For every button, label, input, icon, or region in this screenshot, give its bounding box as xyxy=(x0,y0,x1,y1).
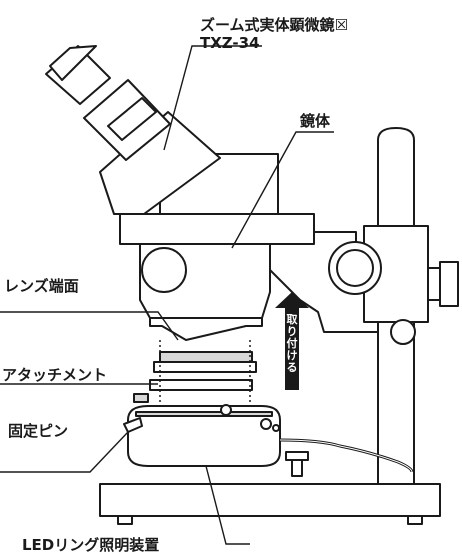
arrow-char-5: る xyxy=(286,361,298,374)
base-foot-right xyxy=(407,515,423,525)
led-cable-inner xyxy=(279,439,413,473)
stage-screw-head xyxy=(285,451,309,461)
led-dial-1 xyxy=(220,404,232,416)
arrow-char-2: り xyxy=(286,325,298,338)
side-knob-grip xyxy=(439,261,459,307)
base-plate xyxy=(99,483,441,517)
attachment-ring-body xyxy=(153,361,257,373)
lock-screw xyxy=(390,319,416,345)
label-lens-face: レンズ端面 xyxy=(4,277,79,295)
label-product-name: ズーム式実体顕微鏡☒ xyxy=(200,16,348,34)
attachment-ring-bottom xyxy=(149,379,253,391)
attach-arrow xyxy=(275,292,309,390)
arrow-char-3: 付 xyxy=(286,337,298,350)
attachment-ring-top xyxy=(159,351,253,363)
eyepiece-grip xyxy=(107,97,157,141)
body-rim xyxy=(119,213,315,245)
product-name-text: ズーム式実体顕微鏡 xyxy=(200,16,335,34)
leader-product xyxy=(163,45,262,151)
led-ring xyxy=(127,405,281,467)
leader-lens xyxy=(0,311,179,341)
base-foot-left xyxy=(117,515,133,525)
lens-cone xyxy=(149,317,263,341)
focus-knob-inner xyxy=(336,249,374,287)
leader-body xyxy=(231,131,334,249)
led-pin-small xyxy=(133,393,149,403)
led-dial-3 xyxy=(272,424,280,432)
label-attachment: アタッチメント xyxy=(2,366,108,384)
product-name-mark: ☒ xyxy=(334,16,349,34)
label-model: TXZ-34 xyxy=(200,34,260,52)
zoom-knob xyxy=(141,247,187,293)
leader-led xyxy=(205,465,250,545)
fixing-pin xyxy=(123,417,143,433)
label-fixing-pin: 固定ピン xyxy=(8,422,69,440)
led-ring-top xyxy=(135,411,273,417)
led-dial-2 xyxy=(260,418,272,430)
leader-pin xyxy=(0,431,129,473)
attach-arrow-label: 取 り 付 け る xyxy=(285,314,299,374)
stage-screw xyxy=(291,459,303,477)
label-led: LEDリング照明装置 xyxy=(22,536,160,554)
eyepiece-cup-top xyxy=(49,45,97,81)
label-body: 鏡体 xyxy=(300,112,331,130)
arrow-char-4: け xyxy=(286,349,298,362)
arrow-char-1: 取 xyxy=(286,313,298,326)
